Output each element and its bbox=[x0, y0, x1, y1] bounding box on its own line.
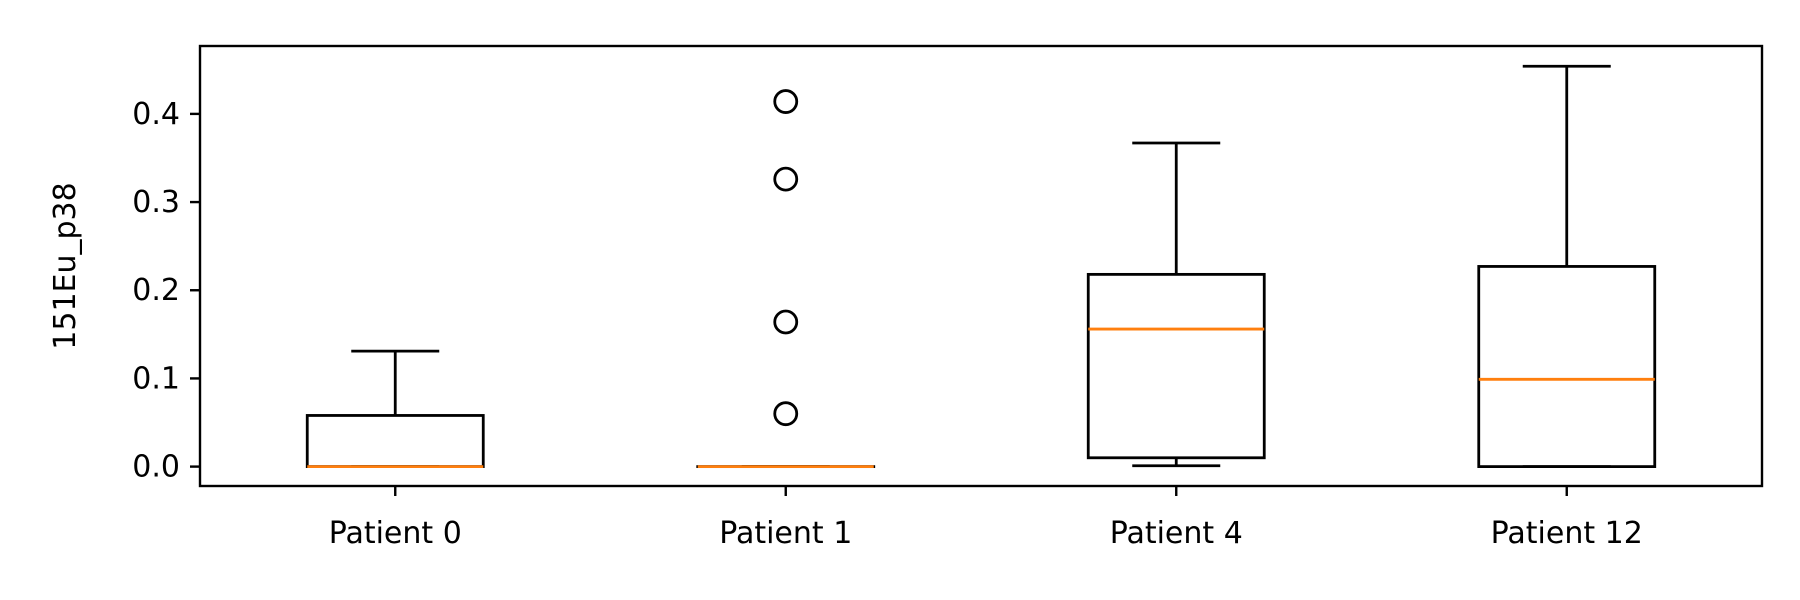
y-tick-label: 0.1 bbox=[132, 361, 180, 396]
outlier-point bbox=[773, 309, 799, 335]
y-tick-label: 0.0 bbox=[132, 450, 180, 485]
outlier-point bbox=[773, 401, 799, 427]
iqr-box bbox=[1086, 272, 1266, 460]
y-axis-label: 151Eu_p38 bbox=[48, 182, 83, 349]
y-tick-label: 0.2 bbox=[132, 273, 180, 308]
x-tick-label: Patient 0 bbox=[329, 516, 462, 551]
outlier-point bbox=[773, 166, 799, 192]
box-patient-4 bbox=[1086, 141, 1266, 468]
box-patient-12 bbox=[1477, 64, 1657, 469]
outlier-point bbox=[773, 89, 799, 114]
x-tick-label: Patient 4 bbox=[1110, 516, 1243, 551]
y-axis-ticks: 0.0 0.1 0.2 0.3 0.4 bbox=[132, 97, 200, 485]
box-patient-0 bbox=[305, 349, 485, 469]
box-series bbox=[305, 64, 1657, 469]
x-axis-ticks: Patient 0 Patient 1 Patient 4 Patient 12 bbox=[329, 486, 1643, 551]
plot-area-frame bbox=[198, 44, 1764, 488]
iqr-box bbox=[1477, 265, 1657, 469]
y-tick-label: 0.4 bbox=[132, 97, 180, 132]
x-tick-label: Patient 12 bbox=[1491, 516, 1643, 551]
y-tick-label: 0.3 bbox=[132, 185, 180, 220]
box-patient-1 bbox=[696, 89, 876, 469]
x-tick-label: Patient 1 bbox=[719, 516, 852, 551]
